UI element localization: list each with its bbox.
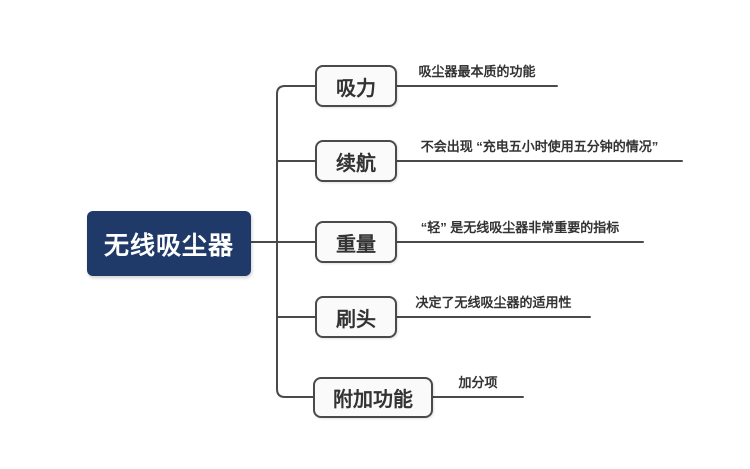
branch-node-label: 吸力 [336,77,376,100]
branch-node-label: 刷头 [336,308,376,331]
leaf-note-extra-features[interactable]: 加分项 [458,375,498,390]
trunk-line [276,85,316,398]
leaf-note-brush-head[interactable]: 决定了无线吸尘器的适用性 [415,295,572,310]
leaf-note-suction[interactable]: 吸尘器最本质的功能 [418,64,536,79]
root-node-label: 无线吸尘器 [103,231,234,260]
leaf-note-battery-life[interactable]: 不会出现 “充电五小时使用五分钟的情况” [420,139,659,154]
branch-node-brush-head[interactable]: 刷头 [315,296,397,338]
branch-node-label: 重量 [336,233,376,256]
branch-node-battery-life[interactable]: 续航 [315,140,397,182]
branch-node-label: 附加功能 [333,389,413,411]
branch-node-label: 续航 [336,152,376,175]
root-node[interactable]: 无线吸尘器 [87,211,251,276]
branch-node-suction[interactable]: 吸力 [315,65,397,107]
leaf-note-weight[interactable]: “轻” 是无线吸尘器非常重要的指标 [420,220,620,235]
branch-node-extra-features[interactable]: 附加功能 [313,377,433,418]
branch-node-weight[interactable]: 重量 [315,221,397,263]
